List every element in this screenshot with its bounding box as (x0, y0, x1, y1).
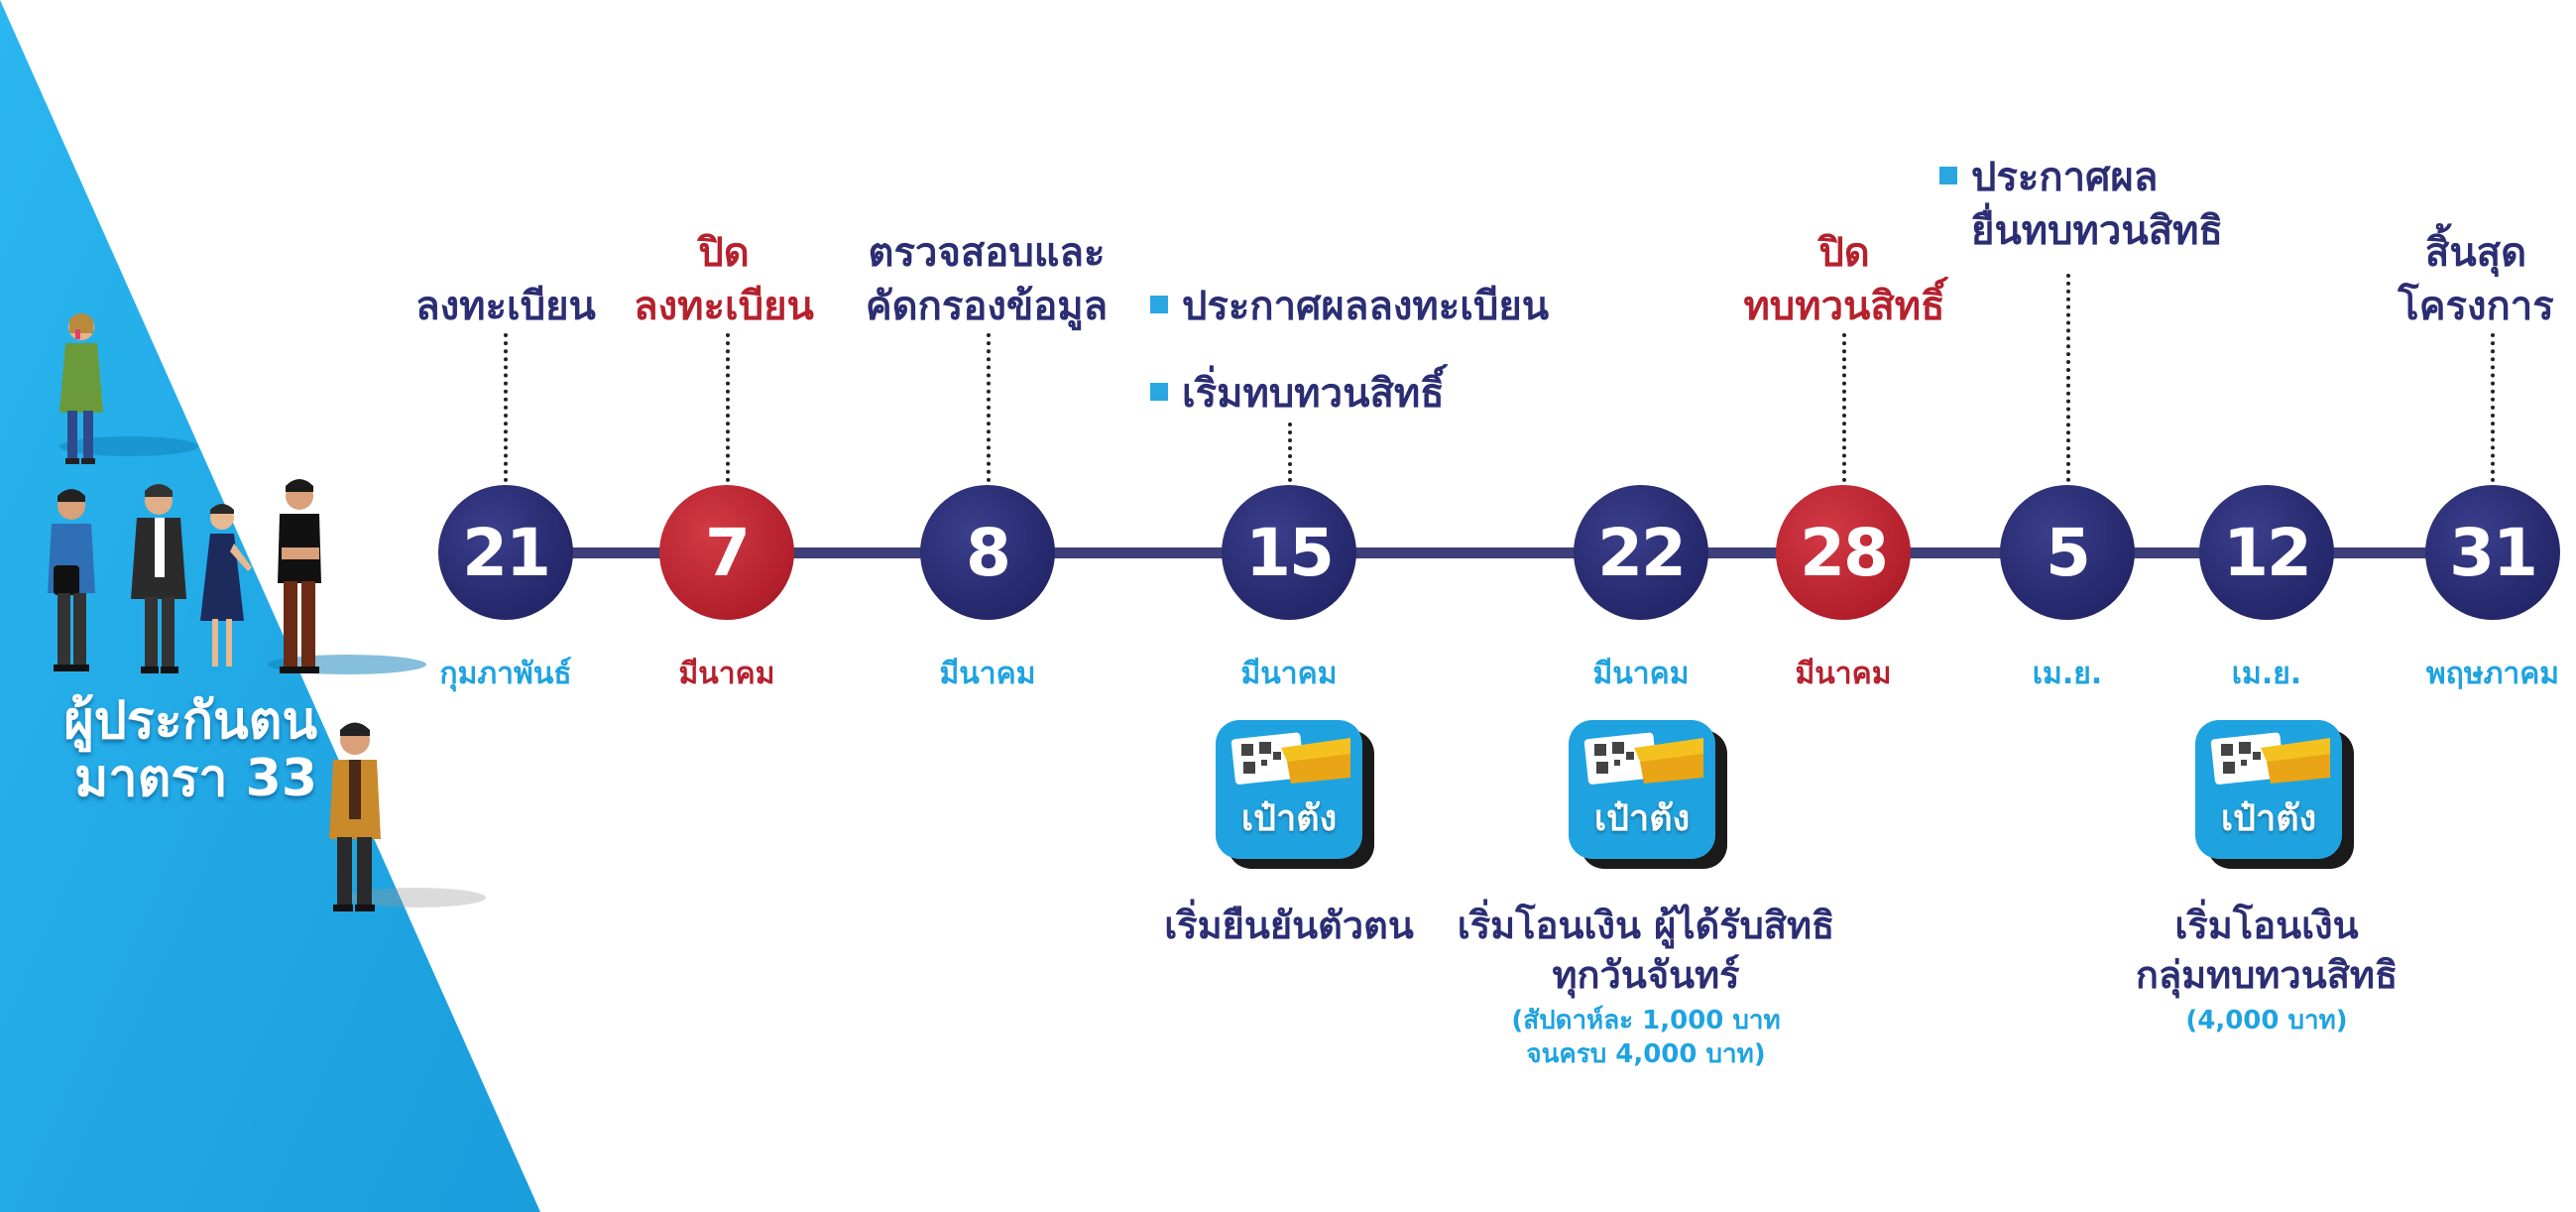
node-21-label: ลงทะเบียน (415, 284, 596, 329)
node-5-month: เม.ย. (2032, 657, 2103, 691)
node-31-month: พฤษภาคม (2425, 657, 2560, 691)
person-man-arms-crossed (278, 479, 321, 673)
app-label: เป๋าตัง (2220, 798, 2317, 839)
side-title: ผู้ประกันตน มาตรา 33 (20, 692, 317, 807)
node-7: 7 (659, 485, 794, 620)
paotang-app-icon: เป๋าตัง (1569, 720, 1727, 869)
side-title-line-1: ผู้ประกันตน (63, 691, 317, 751)
node-12: 12 (2199, 485, 2334, 620)
node-22: 22 (1574, 485, 1708, 620)
event-transfer-review-group: เริ่มโอนเงิน กลุ่มทบทวนสิทธิ (4,000 บาท) (2098, 901, 2435, 1037)
people-illustration (0, 0, 540, 1212)
qr-wallet-icon (1583, 732, 1703, 785)
person-man-blazer (131, 484, 186, 673)
node-28-month: มีนาคม (1795, 657, 1892, 691)
node-8-connector (987, 333, 991, 482)
qr-wallet-icon (1230, 732, 1350, 785)
timeline-line (496, 547, 2499, 558)
node-15-connector (1288, 423, 1292, 482)
node-7-connector (726, 333, 730, 482)
event-subnote: จนครบ 4,000 บาท) (1526, 1039, 1766, 1069)
node-21-connector (504, 333, 508, 482)
node-15-label-line-2: เริ่มทบทวนสิทธิ์ (1150, 367, 1549, 421)
node-31-connector (2491, 333, 2495, 482)
node-5-label-line-1: ประกาศผล (1939, 151, 2223, 204)
side-title-line-2: มาตรา 33 (74, 749, 317, 808)
event-verify-identity: เริ่มยืนยันตัวตน (1130, 901, 1448, 950)
node-5-connector (2066, 274, 2070, 482)
node-15: 15 (1222, 485, 1356, 620)
node-5-label: ประกาศผล ยื่นทบทวนสิทธิ (1939, 151, 2223, 258)
bullet-icon (1150, 383, 1168, 401)
event-line: เริ่มโอนเงิน ผู้ได้รับสิทธิ (1457, 904, 1835, 947)
node-5-label-line-2: ยื่นทบทวนสิทธิ (1971, 208, 2223, 254)
event-line: ทุกวันจันทร์ (1552, 953, 1740, 997)
event-subnote: (4,000 บาท) (2185, 1006, 2348, 1035)
app-label: เป๋าตัง (1240, 798, 1338, 839)
event-line: กลุ่มทบทวนสิทธิ (2135, 953, 2399, 997)
paotang-app-icon: เป๋าตัง (2195, 720, 2354, 869)
event-line: เริ่มยืนยันตัวตน (1164, 904, 1414, 947)
node-5: 5 (2000, 485, 2135, 620)
node-8: 8 (920, 485, 1055, 620)
person-man-orange-jacket (329, 722, 381, 911)
event-subnote: (สัปดาห์ละ 1,000 บาท (1511, 1006, 1781, 1035)
qr-wallet-icon (2210, 732, 2330, 785)
bullet-icon (1150, 296, 1168, 313)
node-21: 21 (438, 485, 573, 620)
node-31-label: สิ้นสุด โครงการ (2398, 230, 2554, 329)
node-8-month: มีนาคม (939, 657, 1036, 691)
app-label: เป๋าตัง (1593, 798, 1691, 839)
node-8-label: ตรวจสอบและ คัดกรองข้อมูล (865, 230, 1109, 329)
node-7-month: มีนาคม (678, 657, 775, 691)
node-22-month: มีนาคม (1592, 657, 1690, 691)
node-31: 31 (2425, 485, 2560, 620)
node-28: 28 (1776, 485, 1911, 620)
bullet-icon (1939, 167, 1957, 184)
node-15-label: ประกาศผลลงทะเบียน เริ่มทบทวนสิทธิ์ (1150, 280, 1549, 421)
person-woman-phone (59, 313, 103, 464)
node-15-month: มีนาคม (1240, 657, 1338, 691)
side-panel (0, 0, 555, 1212)
node-7-label: ปิด ลงทะเบียน (634, 230, 814, 329)
paotang-app-icon: เป๋าตัง (1216, 720, 1374, 869)
person-woman-dress (200, 504, 252, 667)
node-12-month: เม.ย. (2231, 657, 2302, 691)
node-21-month: กุมภาพันธ์ (439, 657, 572, 691)
event-line: เริ่มโอนเงิน (2174, 904, 2359, 947)
node-28-label: ปิด ทบทวนสิทธิ์ (1743, 230, 1945, 329)
person-man-bag (48, 489, 95, 671)
event-transfer-weekly: เริ่มโอนเงิน ผู้ได้รับสิทธิ ทุกวันจันทร์… (1428, 901, 1864, 1071)
node-28-connector (1842, 333, 1846, 482)
node-15-label-line-1: ประกาศผลลงทะเบียน (1150, 280, 1549, 333)
